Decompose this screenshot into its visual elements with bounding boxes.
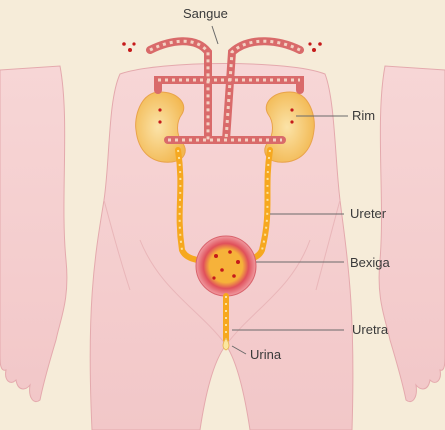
- urethra-label: Uretra: [352, 322, 388, 337]
- ureter-label: Ureter: [350, 206, 386, 221]
- bladder-label: Bexiga: [350, 255, 390, 270]
- urine-label: Urina: [250, 347, 281, 362]
- blood-label: Sangue: [183, 6, 228, 21]
- kidney-label: Rim: [352, 108, 375, 123]
- right-arm: [379, 66, 445, 402]
- left-arm: [0, 66, 67, 402]
- bladder: [196, 236, 256, 296]
